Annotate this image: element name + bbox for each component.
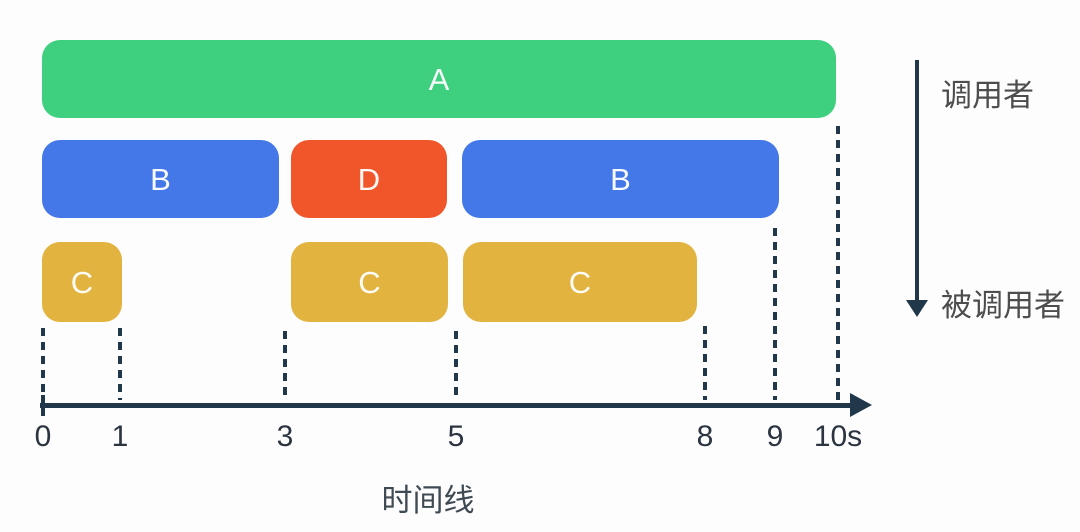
bar-label: C — [568, 264, 592, 300]
tick-label-5: 5 — [447, 420, 465, 453]
call-bar-b-0-3: B — [42, 140, 279, 218]
time-axis-line — [40, 403, 852, 408]
bar-label: A — [428, 61, 450, 97]
call-bar-c-0-1: C — [42, 242, 122, 322]
tick-label-3: 3 — [276, 420, 294, 453]
call-bar-c-5-8: C — [463, 242, 697, 322]
call-bar-c-3-5: C — [291, 242, 448, 322]
caller-callee-arrow — [915, 60, 919, 302]
tick-label-10: 10s — [813, 420, 863, 453]
tick-label-0: 0 — [34, 420, 52, 453]
callee-label: 被调用者 — [941, 288, 1065, 323]
axis-origin-tick — [41, 395, 45, 416]
dashed-guide-5 — [454, 331, 458, 400]
dashed-guide-0 — [41, 328, 45, 400]
call-bar-b-5-9: B — [462, 140, 779, 218]
dashed-guide-9 — [773, 228, 777, 400]
dashed-guide-10 — [836, 126, 840, 400]
axis-arrowhead-icon — [850, 393, 872, 417]
dashed-guide-3 — [283, 331, 287, 400]
bar-label: B — [150, 161, 171, 197]
bar-label: D — [357, 161, 381, 197]
caller-label: 调用者 — [941, 78, 1034, 113]
tick-label-8: 8 — [696, 420, 714, 453]
call-bar-a-0-10: A — [42, 40, 836, 118]
bar-label: B — [610, 161, 631, 197]
axis-label: 时间线 — [381, 483, 475, 518]
bar-label: C — [358, 264, 381, 300]
call-bar-d-3-5: D — [291, 140, 447, 218]
tick-label-1: 1 — [111, 420, 129, 453]
bar-label: C — [70, 264, 94, 300]
tick-label-9: 9 — [766, 420, 784, 453]
dashed-guide-1 — [118, 328, 122, 400]
caller-callee-arrowhead-icon — [906, 300, 928, 317]
dashed-guide-8 — [703, 326, 707, 400]
